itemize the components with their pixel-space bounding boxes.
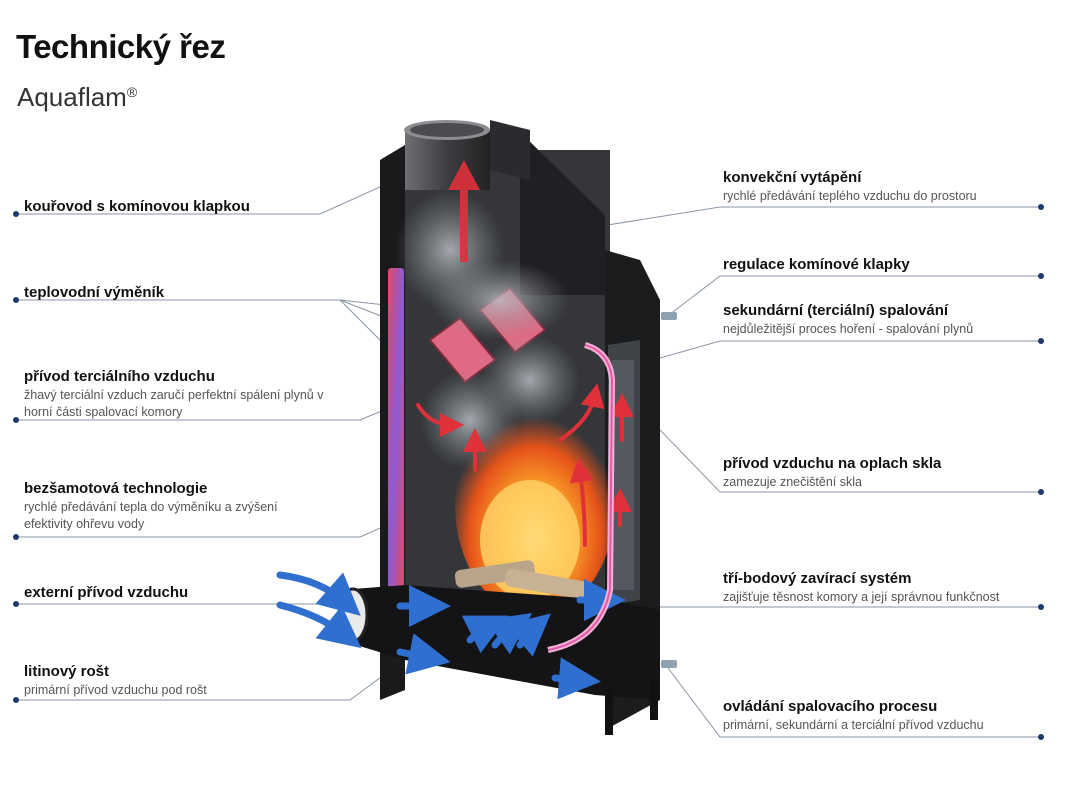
label-cast-grate: litinový rošt primární přívod vzduchu po…: [24, 663, 324, 699]
label-cast-grate-title: litinový rošt: [24, 663, 110, 680]
label-cast-grate-desc: primární přívod vzduchu pod rošt: [24, 683, 207, 697]
label-combustion-control: ovládání spalovacího procesu primární, s…: [723, 698, 984, 734]
label-heat-exchanger: teplovodní výměník: [24, 284, 164, 301]
cold-air-arrows: [276, 571, 626, 700]
page-subtitle: Aquaflam®: [17, 82, 137, 113]
label-damper-control-title: regulace komínové klapky: [723, 256, 910, 273]
label-convection: konvekční vytápění rychlé předávání tepl…: [723, 169, 977, 205]
label-tertiary-air-desc: žhavý terciální vzduch zaručí perfektní …: [24, 388, 324, 419]
label-three-point-lock-title: tří-bodový zavírací systém: [723, 570, 912, 587]
label-glass-wash-desc: zamezuje znečištění skla: [723, 475, 862, 489]
label-no-chamotte-desc: rychlé předávání tepla do výměníku a zvý…: [24, 500, 278, 531]
label-combustion-control-title: ovládání spalovacího procesu: [723, 698, 938, 715]
subtitle-text: Aquaflam: [17, 82, 127, 112]
label-heat-exchanger-title: teplovodní výměník: [24, 284, 165, 301]
label-three-point-lock: tří-bodový zavírací systém zajišťuje těs…: [723, 570, 999, 606]
label-three-point-lock-desc: zajišťuje těsnost komory a její správnou…: [723, 590, 1000, 604]
label-no-chamotte-title: bezšamotová technologie: [24, 480, 208, 497]
label-combustion-control-desc: primární, sekundární a terciální přívod …: [723, 718, 984, 732]
label-flue: kouřovod s komínovou klapkou: [24, 198, 250, 215]
label-damper-control: regulace komínové klapky: [723, 256, 910, 273]
label-external-air: externí přívod vzduchu: [24, 584, 188, 601]
label-secondary-combustion-desc: nejdůležitější proces hoření - spalování…: [723, 322, 974, 336]
label-convection-title: konvekční vytápění: [723, 169, 862, 186]
label-secondary-combustion: sekundární (terciální) spalování nejdůle…: [723, 302, 973, 338]
label-glass-wash-title: přívod vzduchu na oplach skla: [723, 455, 942, 472]
label-flue-title: kouřovod s komínovou klapkou: [24, 198, 250, 215]
label-tertiary-air-title: přívod terciálního vzduchu: [24, 368, 215, 385]
hot-air-arrows: [416, 383, 634, 547]
registered-mark: ®: [126, 84, 138, 100]
leader-dots: [13, 204, 1044, 740]
label-no-chamotte: bezšamotová technologie rychlé předávání…: [24, 480, 324, 533]
label-external-air-title: externí přívod vzduchu: [24, 584, 189, 601]
stove-body: [337, 120, 677, 735]
page-title: Technický řez: [16, 28, 226, 65]
label-secondary-combustion-title: sekundární (terciální) spalování: [723, 302, 949, 319]
label-glass-wash: přívod vzduchu na oplach skla zamezuje z…: [723, 455, 941, 491]
label-tertiary-air: přívod terciálního vzduchu žhavý terciál…: [24, 368, 324, 421]
label-convection-desc: rychlé předávání teplého vzduchu do pros…: [723, 189, 977, 203]
